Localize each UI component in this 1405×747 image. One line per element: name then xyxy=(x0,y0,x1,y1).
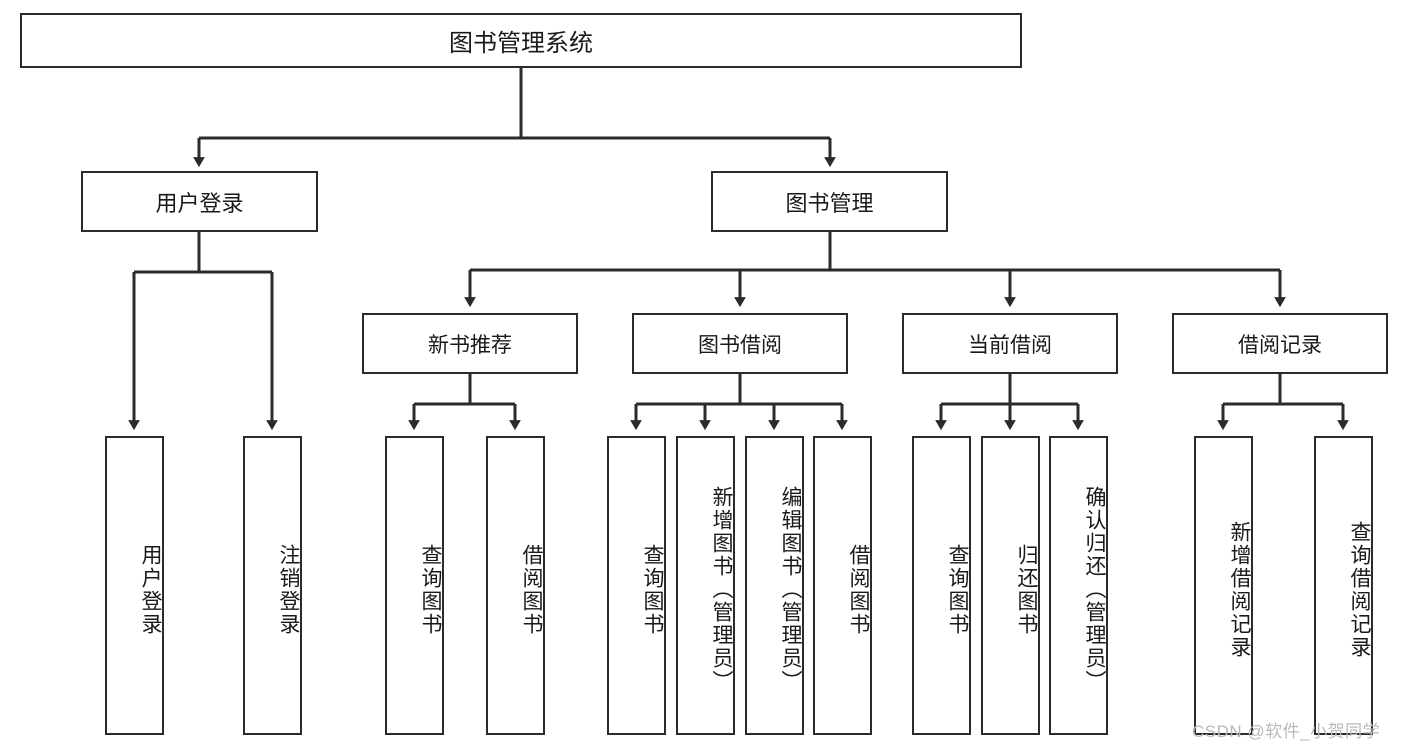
node-leaf-logout[interactable]: 注销登录 xyxy=(243,436,302,735)
node-leaf-add-book[interactable]: 新增图书（管理员） xyxy=(676,436,735,735)
node-user-login-label: 用户登录 xyxy=(155,190,244,216)
node-leaf-borrow-book-1-label: 借阅图书 xyxy=(520,543,543,636)
node-leaf-add-record-label: 新增借阅记录 xyxy=(1228,520,1251,659)
csdn-watermark: CSDN @软件_小贺同学 xyxy=(1192,722,1381,741)
node-leaf-query-book-1-label: 查询图书 xyxy=(419,543,442,636)
node-leaf-edit-book-label: 编辑图书（管理员） xyxy=(779,486,802,693)
node-leaf-edit-book[interactable]: 编辑图书（管理员） xyxy=(745,436,804,735)
node-book-borrow-label: 图书借阅 xyxy=(698,333,782,357)
node-leaf-query-book-3[interactable]: 查询图书 xyxy=(912,436,971,735)
node-leaf-query-book-3-label: 查询图书 xyxy=(946,543,969,636)
node-leaf-user-login[interactable]: 用户登录 xyxy=(105,436,164,735)
node-leaf-return-book[interactable]: 归还图书 xyxy=(981,436,1040,735)
node-user-login[interactable]: 用户登录 xyxy=(81,171,318,232)
node-leaf-query-book-2[interactable]: 查询图书 xyxy=(607,436,666,735)
node-root-label: 图书管理系统 xyxy=(449,30,593,57)
node-leaf-borrow-book-1[interactable]: 借阅图书 xyxy=(486,436,545,735)
node-leaf-query-record-label: 查询借阅记录 xyxy=(1348,520,1371,659)
node-leaf-confirm-return-label: 确认归还（管理员） xyxy=(1083,486,1106,693)
node-leaf-borrow-book-2[interactable]: 借阅图书 xyxy=(813,436,872,735)
node-leaf-add-record[interactable]: 新增借阅记录 xyxy=(1194,436,1253,735)
node-book-manage[interactable]: 图书管理 xyxy=(711,171,948,232)
node-leaf-query-book-2-label: 查询图书 xyxy=(641,543,664,636)
node-book-borrow[interactable]: 图书借阅 xyxy=(632,313,848,374)
node-new-book-rec-label: 新书推荐 xyxy=(428,333,512,357)
node-leaf-query-book-1[interactable]: 查询图书 xyxy=(385,436,444,735)
node-leaf-return-book-label: 归还图书 xyxy=(1015,543,1038,636)
node-book-manage-label: 图书管理 xyxy=(785,190,874,216)
node-leaf-borrow-book-2-label: 借阅图书 xyxy=(847,543,870,636)
node-leaf-query-record[interactable]: 查询借阅记录 xyxy=(1314,436,1373,735)
node-current-borrow[interactable]: 当前借阅 xyxy=(902,313,1118,374)
node-new-book-rec[interactable]: 新书推荐 xyxy=(362,313,578,374)
node-leaf-logout-label: 注销登录 xyxy=(277,543,300,636)
node-leaf-add-book-label: 新增图书（管理员） xyxy=(710,486,733,693)
node-leaf-user-login-label: 用户登录 xyxy=(139,543,162,636)
node-borrow-record[interactable]: 借阅记录 xyxy=(1172,313,1388,374)
node-borrow-record-label: 借阅记录 xyxy=(1238,333,1322,357)
node-root[interactable]: 图书管理系统 xyxy=(20,13,1022,68)
node-leaf-confirm-return[interactable]: 确认归还（管理员） xyxy=(1049,436,1108,735)
node-current-borrow-label: 当前借阅 xyxy=(968,333,1052,357)
